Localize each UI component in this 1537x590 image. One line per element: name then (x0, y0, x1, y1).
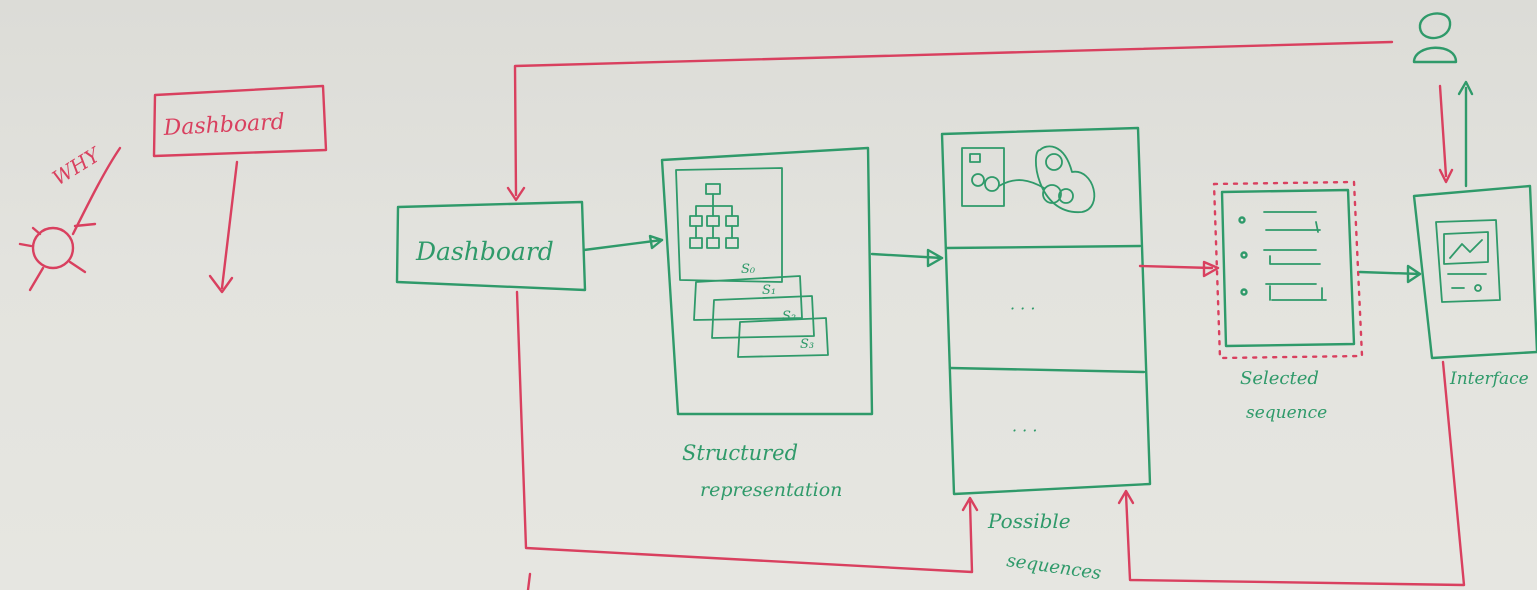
interface-to-user-arrow (1457, 80, 1474, 188)
interface-label: Interface (1449, 369, 1529, 389)
top-feedback-loop (506, 40, 1394, 202)
sequence-graph-icon (961, 145, 1096, 213)
possible-label-line2: sequences (1005, 550, 1102, 584)
selected-label-line2: sequence (1246, 403, 1327, 423)
left-dashboard-box (152, 84, 328, 158)
state-label-s2: S₂ (782, 309, 796, 324)
dashboard-box (395, 200, 587, 292)
sequences-to-selected-arrow (1138, 260, 1220, 278)
dashboard-to-structured-arrow (582, 234, 664, 252)
sequence-ellipsis-1: · · · (1010, 299, 1035, 318)
interface-panel (1412, 184, 1537, 360)
sequence-ellipsis-2: · · · (1012, 421, 1037, 440)
left-down-arrow (208, 160, 239, 294)
flowchart-icon (689, 183, 739, 249)
structured-to-sequences-arrow (870, 248, 944, 268)
selected-to-interface-arrow (1358, 264, 1422, 284)
state-label-s3: S₃ (800, 337, 814, 352)
state-label-s1: S₁ (762, 283, 776, 298)
possible-sequences-panel (940, 126, 1152, 496)
interface-feedback-loop (1117, 360, 1466, 587)
bottom-feedback-loop (515, 290, 979, 590)
user-icon (1412, 12, 1458, 64)
user-to-interface-arrow (1438, 84, 1454, 184)
structured-label-line1: Structured (682, 441, 798, 465)
state-label-s0: S₀ (741, 262, 756, 277)
why-label: WHY (48, 142, 106, 190)
possible-label-line1: Possible (987, 509, 1071, 533)
selected-sequence-list (1238, 211, 1327, 301)
sun-icon (18, 146, 122, 292)
interface-screen-icon (1435, 219, 1501, 303)
structured-representation-panel (660, 146, 874, 416)
selected-sequence-panel (1212, 180, 1364, 360)
dashboard-label: Dashboard (415, 237, 554, 266)
state-cards-stack (675, 167, 829, 358)
left-dashboard-label: Dashboard (162, 110, 285, 141)
structured-label-line2: representation (700, 479, 842, 501)
selected-label-line1: Selected (1240, 368, 1319, 389)
